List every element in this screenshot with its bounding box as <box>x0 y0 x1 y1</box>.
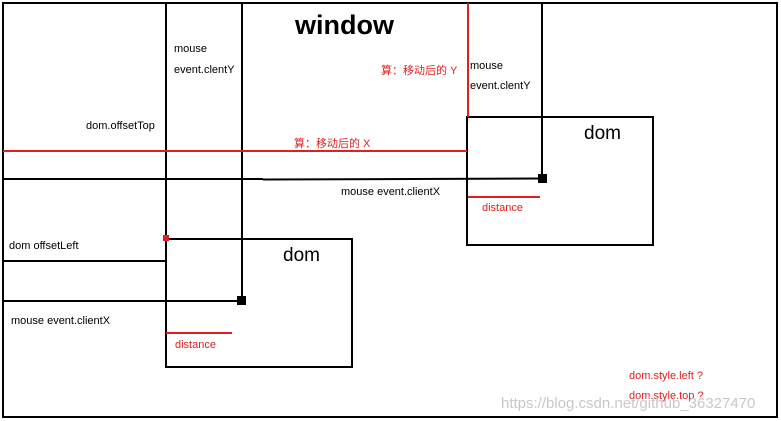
watermark: https://blog.csdn.net/github_36327470 <box>501 395 755 412</box>
right-dom-label: dom <box>584 123 621 144</box>
mouse-point-left <box>237 296 246 305</box>
window-title: window <box>294 10 395 40</box>
client-y-label-right: event.clentY <box>470 80 531 92</box>
mouse-label-right-top: mouse <box>470 60 503 72</box>
style-left-label: dom.style.left ? <box>629 370 703 382</box>
offset-left-label: dom offsetLeft <box>9 240 79 252</box>
mouse-label-left-top: mouse <box>174 43 207 55</box>
client-x-label-left: mouse event.clientX <box>11 315 111 327</box>
distance-label-left: distance <box>175 339 216 351</box>
left-dom-label: dom <box>283 245 320 266</box>
calc-y-label: 算：移动后的 Y <box>381 63 458 77</box>
left-box-corner-dot <box>163 235 169 241</box>
style-top-label: dom.style.top ? <box>629 390 704 402</box>
mouse-point-right <box>538 174 547 183</box>
client-x-label-right: mouse event.clientX <box>341 186 441 198</box>
right-dom-box <box>466 116 654 246</box>
client-y-label-left: event.clentY <box>174 64 235 76</box>
calc-x-label: 算：移动后的 X <box>294 136 371 150</box>
distance-label-right: distance <box>482 202 523 214</box>
client-x-line-right-b <box>262 177 543 181</box>
offset-top-label: dom.offsetTop <box>86 120 155 132</box>
